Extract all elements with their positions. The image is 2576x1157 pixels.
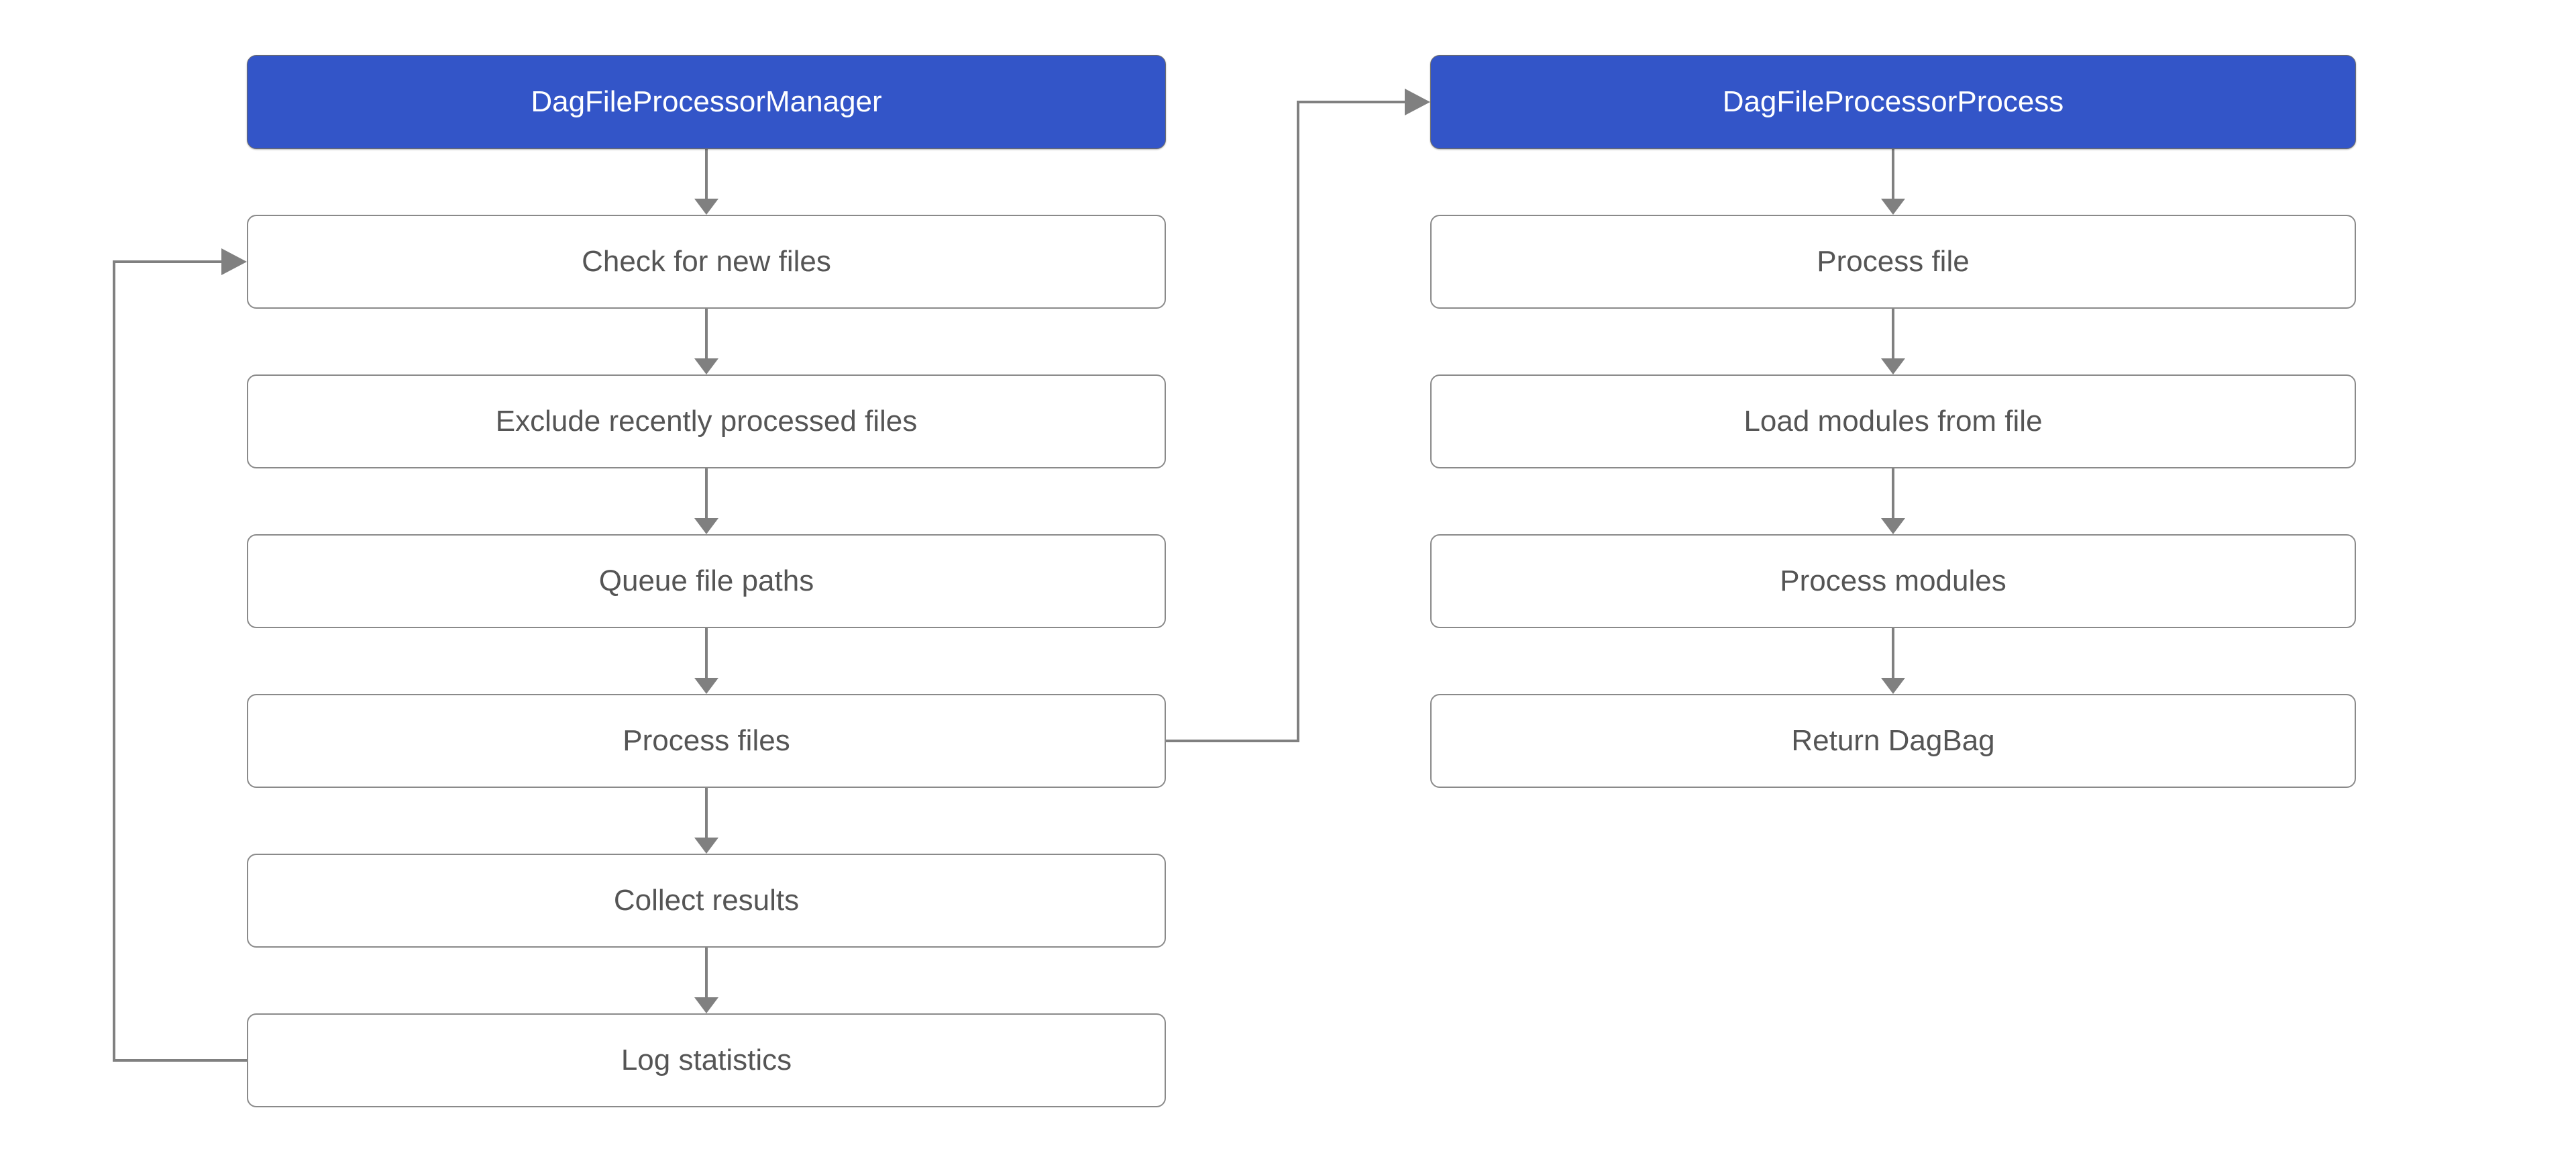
node-label: Collect results [613,883,800,917]
node-label: DagFileProcessorManager [531,85,882,118]
node-load-modules-from-file[interactable]: Load modules from file [1430,374,2356,468]
node-label: Queue file paths [598,564,814,597]
node-label: Process files [623,723,790,757]
node-label: Return DagBag [1791,723,1995,757]
node-collect-results[interactable]: Collect results [247,854,1166,948]
node-exclude-recently-processed-files[interactable]: Exclude recently processed files [247,374,1166,468]
node-label: Load modules from file [1743,404,2043,438]
node-process-files[interactable]: Process files [247,694,1166,788]
node-process-modules[interactable]: Process modules [1430,534,2356,628]
node-dag-file-processor-manager[interactable]: DagFileProcessorManager [247,55,1166,149]
node-label: Log statistics [621,1043,792,1076]
node-return-dagbag[interactable]: Return DagBag [1430,694,2356,788]
node-label: Process modules [1780,564,2006,597]
node-log-statistics[interactable]: Log statistics [247,1013,1166,1107]
node-label: Exclude recently processed files [495,404,918,438]
node-check-for-new-files[interactable]: Check for new files [247,215,1166,309]
node-label: Check for new files [582,244,831,278]
node-label: DagFileProcessorProcess [1722,85,2064,118]
node-dag-file-processor-process[interactable]: DagFileProcessorProcess [1430,55,2356,149]
node-process-file[interactable]: Process file [1430,215,2356,309]
node-queue-file-paths[interactable]: Queue file paths [247,534,1166,628]
node-label: Process file [1817,244,1970,278]
